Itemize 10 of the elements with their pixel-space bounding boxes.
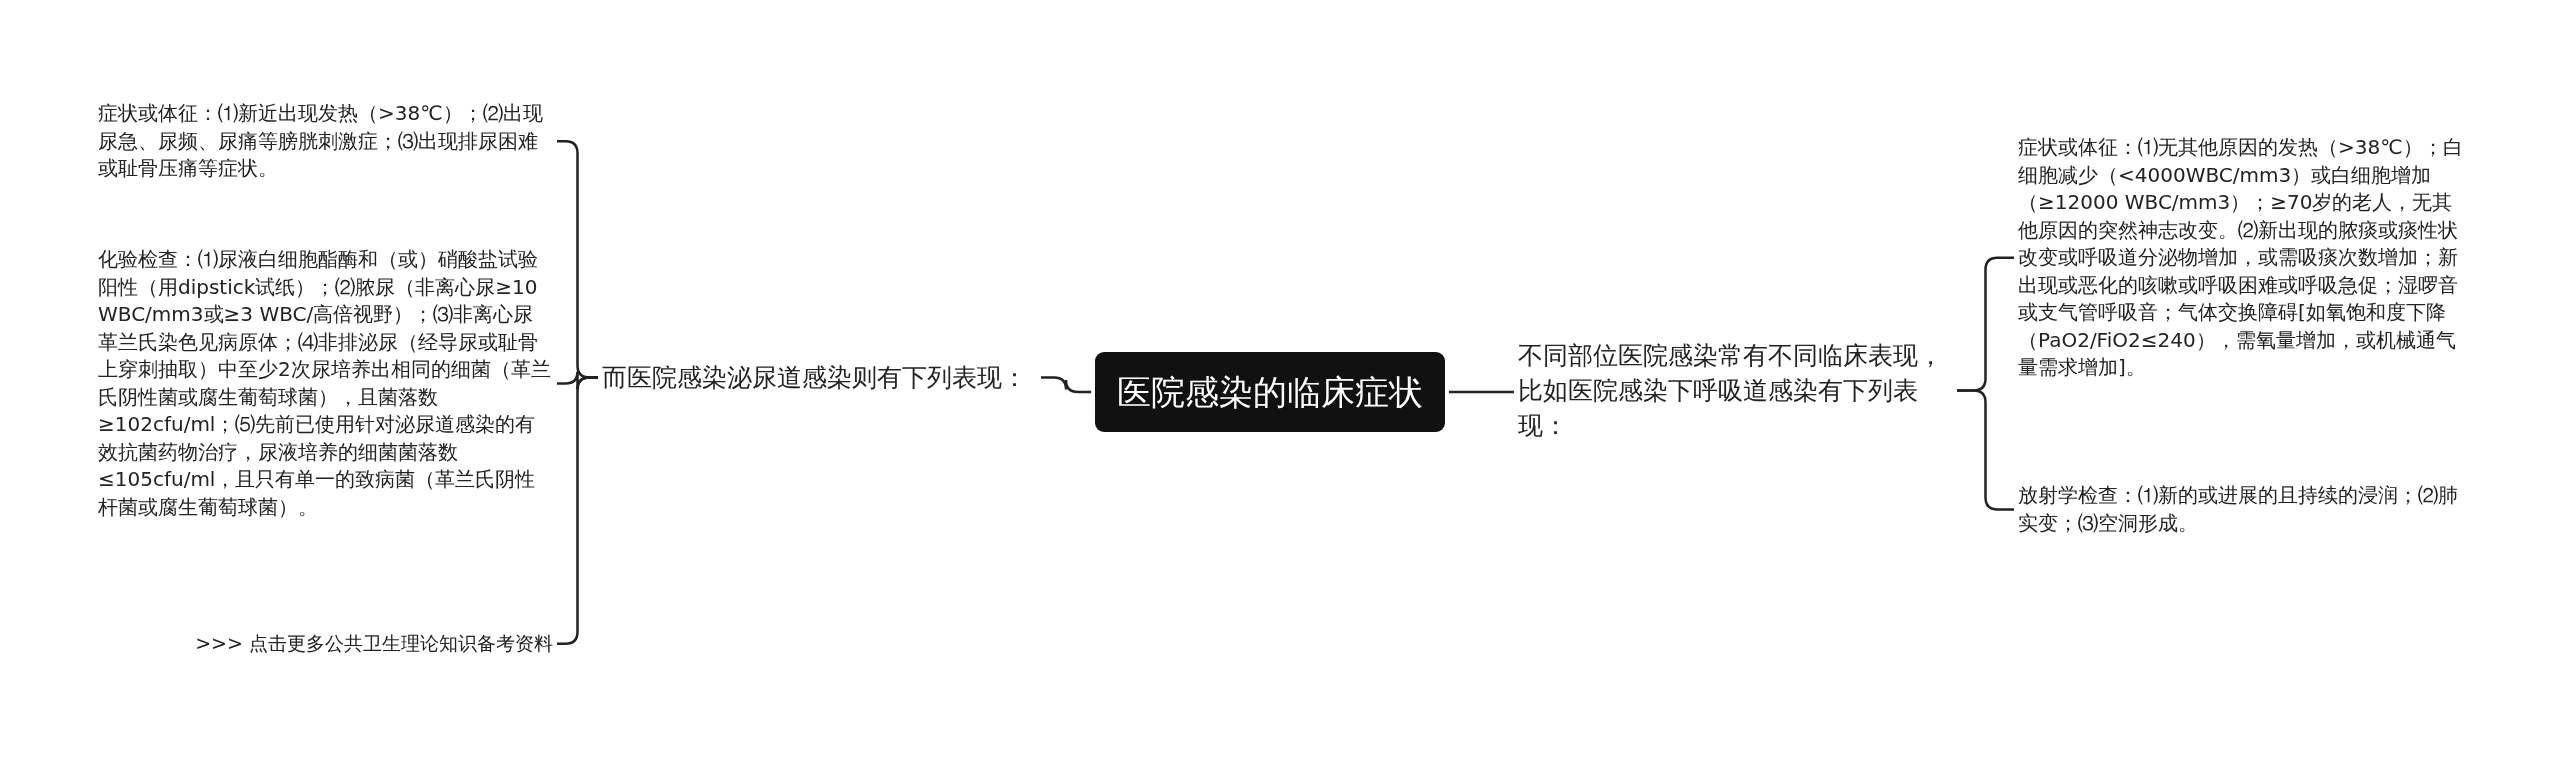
central-topic-box: 医院感染的临床症状 [1095,352,1445,433]
branch-text: 而医院感染泌尿道感染则有下列表现： [602,360,1037,395]
detail-text: 放射学检查：⑴新的或进展的且持续的浸润；⑵肺实变；⑶空洞形成。 [2018,482,2466,537]
connector-line [1449,390,1514,394]
more-resources-link: >>> 点击更多公共卫生理论知识备考资料 [195,630,553,658]
branch-text: 不同部位医院感染常有不同临床表现，比如医院感染下呼吸道感染有下列表现： [1518,338,1953,443]
detail-text: 症状或体征：⑴新近出现发热（>38℃）；⑵出现尿急、尿频、尿痛等膀胱刺激症；⑶出现排尿困难或耻骨压痛等症状。 [98,100,553,183]
connector-line [1041,376,1091,394]
detail-text: 症状或体征：⑴无其他原因的发热（>38℃）；白细胞减少（<4000WBC/mm3）或白细胞增加（≥12000 WBC/mm3）；≥70岁的老人，无其他原因的突然神志改变。⑵新出现的脓痰或痰性状改变或呼吸道分泌物增加，或需吸痰次数增加；新出现或恶化的咳嗽或呼吸困难或呼吸急促；湿啰音或支气管呼吸音；气体交换障碍[如氧饱和度下降（PaO2/FiO2≤240），需氧量增加，或机械通气量需求增加]。 [2018,134,2466,382]
detail-text: 化验检查：⑴尿液白细胞酯酶和（或）硝酸盐试验阳性（用dipstick试纸）；⑵脓尿（非离心尿≥10 WBC/mm3或≥3 WBC/高倍视野）；⑶非离心尿革兰氏染色见病原体；⑷非排泌尿（经导尿或耻骨上穿刺抽取）中至少2次尿培养出相同的细菌（革兰氏阴性菌或腐生葡萄球菌），且菌落数≥102cfu/ml；⑸先前已使用针对泌尿道感染的有效抗菌药物治疗，尿液培养的细菌菌落数≤105cfu/ml，且只有单一的致病菌（革兰氏阴性杆菌或腐生葡萄球菌）。 [98,246,553,521]
